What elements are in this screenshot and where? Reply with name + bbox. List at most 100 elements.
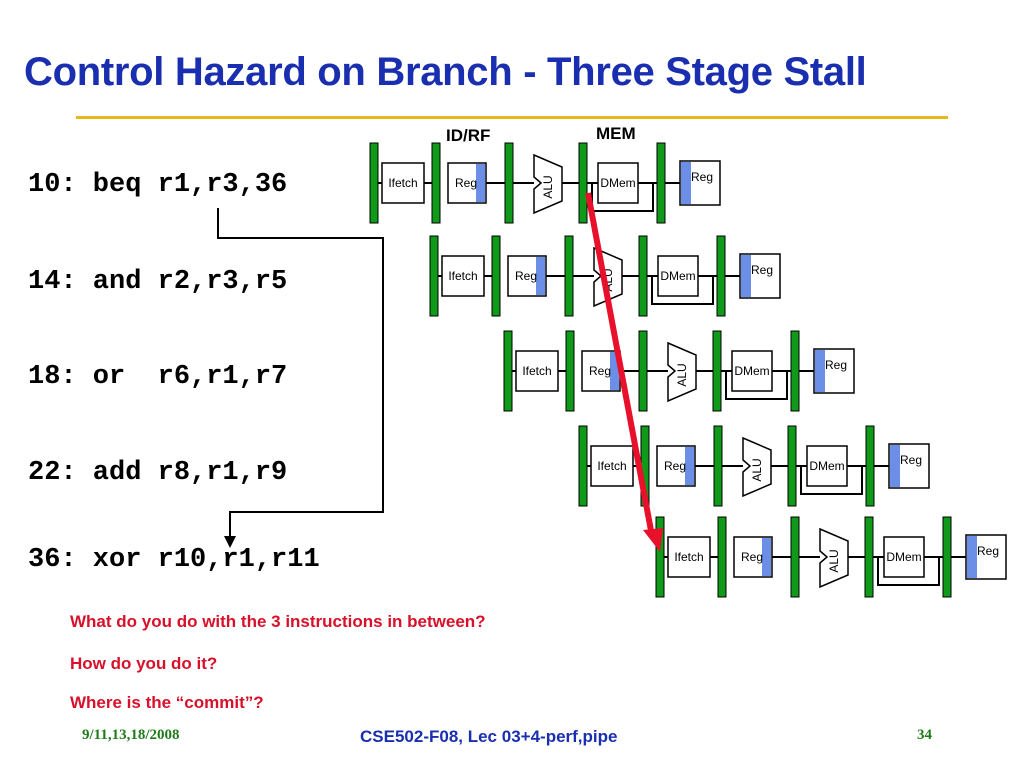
pipeline-latch-2 bbox=[717, 516, 727, 598]
writeback-reg-label: Reg bbox=[825, 358, 847, 372]
writeback-reg-shade bbox=[815, 350, 825, 392]
reg-label: Reg bbox=[664, 459, 686, 473]
pipeline-latch-2 bbox=[491, 235, 501, 317]
branch-target-connector bbox=[217, 208, 384, 548]
dmem-label: DMem bbox=[734, 364, 769, 378]
ifetch-label: Ifetch bbox=[674, 550, 703, 564]
pipeline-latch-3 bbox=[564, 235, 574, 317]
question-how: How do you do it? bbox=[70, 654, 218, 673]
ifetch-label: Ifetch bbox=[388, 176, 417, 190]
dmem-label: DMem bbox=[660, 269, 695, 283]
dmem-label: DMem bbox=[600, 176, 635, 190]
alu-label: ALU bbox=[827, 549, 841, 572]
dmem-label: DMem bbox=[886, 550, 921, 564]
pipeline-latch-5 bbox=[865, 425, 875, 507]
question-instructions-between: What do you do with the 3 instructions i… bbox=[70, 612, 486, 631]
footer-course: CSE502-F08, Lec 03+4-perf,pipe bbox=[360, 727, 618, 746]
reg-shade bbox=[476, 164, 485, 202]
ifetch-box bbox=[515, 350, 559, 392]
alu-shape bbox=[742, 436, 772, 498]
pipeline-latch-4 bbox=[638, 235, 648, 317]
reg-label: Reg bbox=[455, 176, 477, 190]
pipeline-latch-1 bbox=[369, 142, 379, 224]
pipeline-latch-5 bbox=[656, 142, 666, 224]
pipeline-latch-1 bbox=[578, 425, 588, 507]
instruction-add: 22: add r8,r1,r9 bbox=[28, 458, 288, 488]
reg-shade bbox=[610, 352, 619, 390]
dmem-box bbox=[883, 536, 925, 578]
instruction-and: 14: and r2,r3,r5 bbox=[28, 267, 288, 297]
dmem-box bbox=[731, 350, 773, 392]
footer-date: 9/11,13,18/2008 bbox=[82, 727, 180, 743]
writeback-reg-shade bbox=[681, 162, 691, 204]
pipeline-row-5: Ifetch Reg ALU DMem Reg bbox=[655, 516, 1007, 598]
reg-label: Reg bbox=[515, 269, 537, 283]
bypass-line bbox=[651, 276, 714, 305]
ifetch-box bbox=[667, 536, 711, 578]
writeback-reg-label: Reg bbox=[900, 453, 922, 467]
writeback-reg-label: Reg bbox=[751, 263, 773, 277]
pipeline-latch-5 bbox=[790, 330, 800, 412]
ifetch-label: Ifetch bbox=[448, 269, 477, 283]
ifetch-box bbox=[590, 445, 634, 487]
alu-shape bbox=[819, 527, 849, 589]
reg-label: Reg bbox=[741, 550, 763, 564]
instruction-or: 18: or r6,r1,r7 bbox=[28, 362, 288, 392]
stall-arrow bbox=[585, 192, 663, 552]
pipeline-latch-1 bbox=[655, 516, 665, 598]
pipeline-latch-3 bbox=[638, 330, 648, 412]
pipeline-latch-3 bbox=[504, 142, 514, 224]
question-commit: Where is the “commit”? bbox=[70, 693, 264, 712]
title-underline bbox=[76, 116, 948, 119]
pipeline-latch-3 bbox=[713, 425, 723, 507]
alu-label: ALU bbox=[750, 458, 764, 481]
dmem-box bbox=[657, 255, 699, 297]
pipeline-row-1: Ifetch Reg ALU DMem Reg bbox=[369, 142, 721, 224]
reg-shade bbox=[536, 257, 545, 295]
footer-page-number: 34 bbox=[917, 727, 932, 743]
reg-label: Reg bbox=[589, 364, 611, 378]
reg-shade bbox=[762, 538, 771, 576]
pipeline-latch-2 bbox=[431, 142, 441, 224]
bypass-line bbox=[591, 183, 654, 212]
branch-arrowhead bbox=[224, 536, 236, 548]
stage-label-id-rf: ID/RF bbox=[446, 126, 491, 145]
writeback-reg-label: Reg bbox=[691, 170, 713, 184]
pipeline-latch-5 bbox=[942, 516, 952, 598]
ifetch-box bbox=[381, 162, 425, 204]
reg-shade bbox=[685, 447, 694, 485]
pipeline-latch-5 bbox=[716, 235, 726, 317]
pipeline-latch-4 bbox=[787, 425, 797, 507]
dmem-box bbox=[806, 445, 848, 487]
alu-shape bbox=[667, 341, 697, 403]
bypass-line bbox=[725, 371, 788, 400]
writeback-reg-label: Reg bbox=[977, 544, 999, 558]
ifetch-label: Ifetch bbox=[597, 459, 626, 473]
writeback-reg-shade bbox=[741, 255, 751, 297]
alu-shape bbox=[533, 153, 563, 215]
bypass-line bbox=[800, 466, 863, 495]
instruction-beq: 10: beq r1,r3,36 bbox=[28, 170, 288, 200]
pipeline-latch-4 bbox=[712, 330, 722, 412]
alu-label: ALU bbox=[541, 175, 555, 198]
writeback-reg-shade bbox=[890, 445, 900, 487]
stage-label-mem: MEM bbox=[596, 124, 636, 143]
slide-title: Control Hazard on Branch - Three Stage S… bbox=[24, 50, 867, 94]
alu-label: ALU bbox=[675, 363, 689, 386]
pipeline-row-4: Ifetch Reg ALU DMem Reg bbox=[578, 425, 930, 507]
ifetch-box bbox=[441, 255, 485, 297]
pipeline-latch-1 bbox=[429, 235, 439, 317]
pipeline-latch-2 bbox=[565, 330, 575, 412]
writeback-reg-shade bbox=[967, 536, 977, 578]
dmem-label: DMem bbox=[809, 459, 844, 473]
instruction-xor: 36: xor r10,r1,r11 bbox=[28, 545, 320, 575]
pipeline-latch-1 bbox=[503, 330, 513, 412]
pipeline-latch-3 bbox=[790, 516, 800, 598]
pipeline-latch-4 bbox=[578, 142, 588, 224]
bypass-line bbox=[877, 557, 940, 586]
dmem-box bbox=[597, 162, 639, 204]
pipeline-latch-4 bbox=[864, 516, 874, 598]
